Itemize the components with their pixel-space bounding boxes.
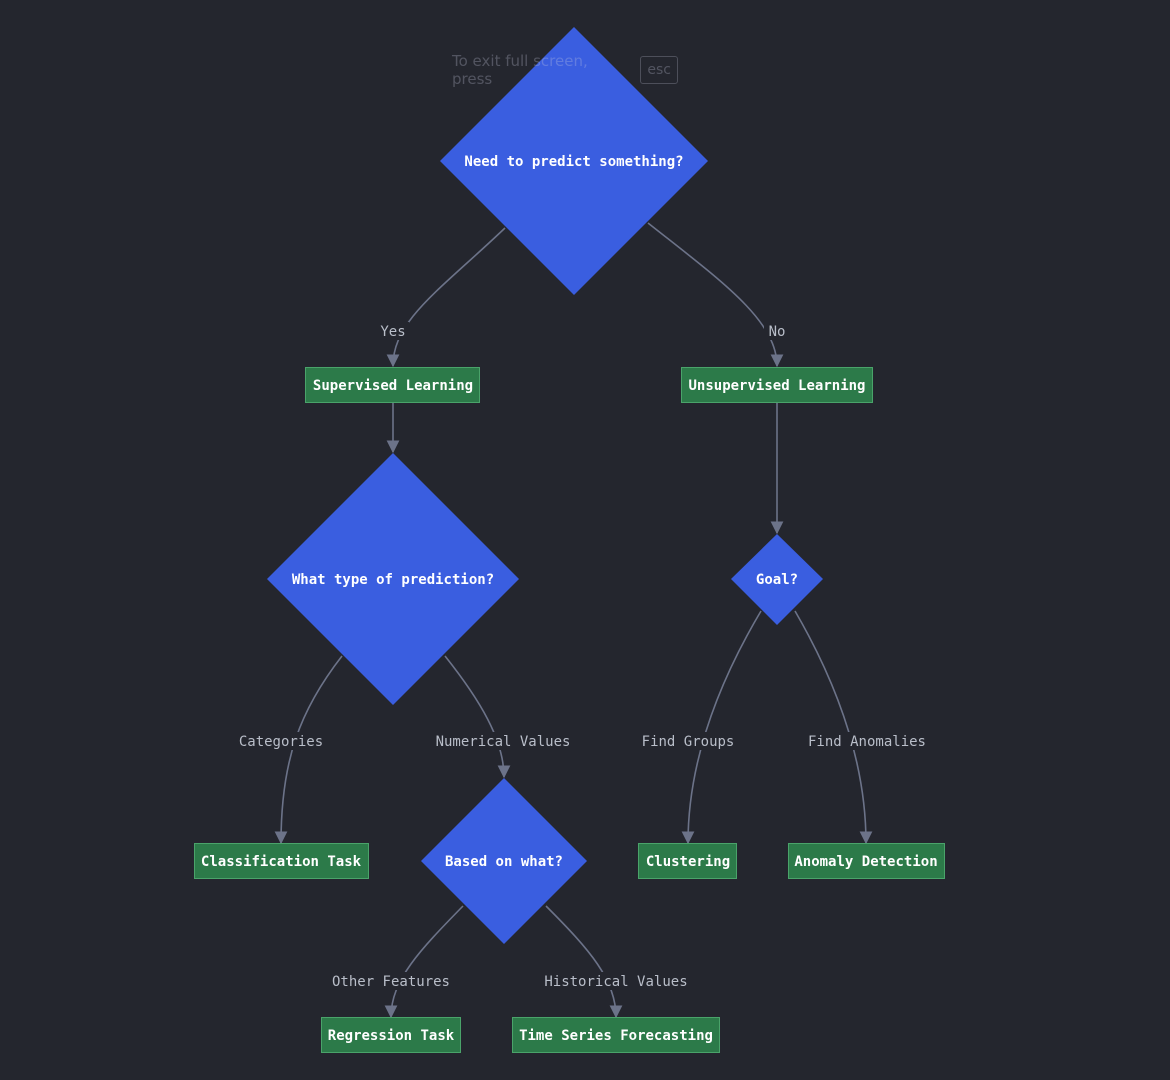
edge-label-historical-values: Historical Values <box>544 974 687 990</box>
node-anomaly-detection-label: Anomaly Detection <box>794 854 937 870</box>
edge-based-on-to-time-series <box>545 905 623 1019</box>
edge-label-categories: Categories <box>239 734 323 750</box>
node-clustering: Clustering <box>638 843 737 879</box>
edge-label-yes: Yes <box>380 324 405 340</box>
decision-goal-label: Goal? <box>756 572 798 588</box>
node-supervised-learning-label: Supervised Learning <box>313 378 473 394</box>
edge-prediction-to-based-on <box>444 655 511 779</box>
node-time-series-forecasting-label: Time Series Forecasting <box>519 1028 713 1044</box>
decision-prediction-type: What type of prediction? <box>267 453 519 705</box>
edge-goal-to-clustering <box>681 610 762 845</box>
node-anomaly-detection: Anomaly Detection <box>788 843 945 879</box>
node-clustering-label: Clustering <box>646 854 730 870</box>
node-regression-task: Regression Task <box>321 1017 461 1053</box>
node-supervised-learning: Supervised Learning <box>305 367 480 403</box>
edge-need-to-unsupervised <box>647 222 784 368</box>
decision-based-on-what-label: Based on what? <box>445 854 563 870</box>
edge-label-find-anomalies: Find Anomalies <box>808 734 926 750</box>
edge-label-other-features: Other Features <box>332 974 450 990</box>
node-regression-task-label: Regression Task <box>328 1028 455 1044</box>
node-classification-task: Classification Task <box>194 843 369 879</box>
node-time-series-forecasting: Time Series Forecasting <box>512 1017 720 1053</box>
decision-need-to-predict-label: Need to predict something? <box>464 154 683 170</box>
decision-prediction-type-label: What type of prediction? <box>292 572 494 588</box>
node-unsupervised-learning-label: Unsupervised Learning <box>688 378 865 394</box>
decision-need-to-predict: Need to predict something? <box>440 27 708 295</box>
edge-goal-to-anomaly <box>794 610 873 845</box>
node-unsupervised-learning: Unsupervised Learning <box>681 367 873 403</box>
node-classification-task-label: Classification Task <box>201 854 362 870</box>
edge-labels: Yes No Categories Numerical Values Find … <box>237 322 929 990</box>
decision-goal: Goal? <box>731 534 823 625</box>
edge-based-on-to-regression <box>384 905 464 1019</box>
edge-label-find-groups: Find Groups <box>642 734 735 750</box>
edge-need-to-supervised <box>386 227 506 368</box>
edge-label-no: No <box>769 324 786 340</box>
decision-based-on-what: Based on what? <box>421 778 587 944</box>
edge-label-numerical-values: Numerical Values <box>436 734 571 750</box>
